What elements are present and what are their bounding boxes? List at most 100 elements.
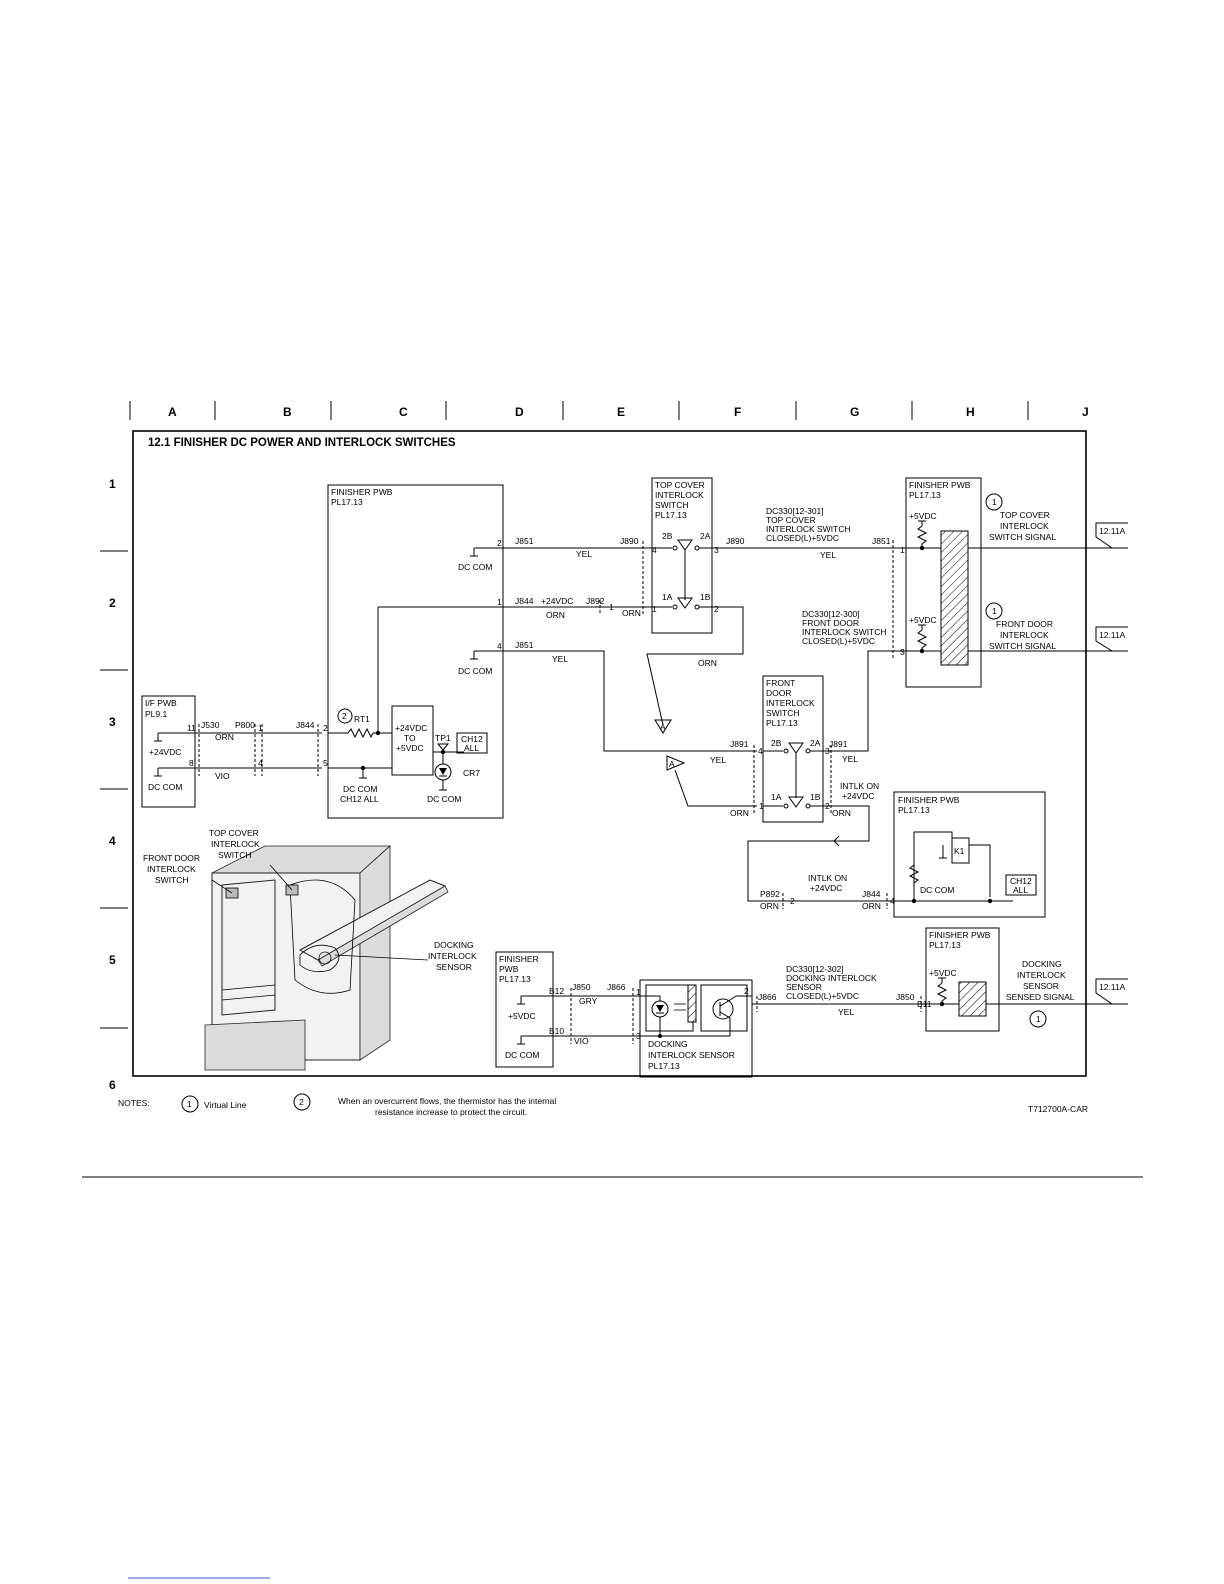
svg-text:CLOSED(L)+5VDC: CLOSED(L)+5VDC — [786, 991, 859, 1001]
row-label: 3 — [109, 715, 116, 729]
svg-text:J851: J851 — [515, 640, 534, 650]
svg-text:2: 2 — [744, 986, 749, 996]
note-virtual-line: Virtual Line — [204, 1100, 247, 1110]
finisher-pwb-relay: FINISHER PWB PL17.13 K1 DC COM CH12 ALL … — [760, 791, 1046, 918]
svg-text:1: 1 — [609, 602, 614, 612]
column-ruler: A B C D E F G H J — [129, 401, 1089, 420]
svg-text:YEL: YEL — [710, 755, 726, 765]
svg-text:1: 1 — [759, 801, 764, 811]
row-label: 1 — [109, 477, 116, 491]
svg-text:J866: J866 — [607, 982, 626, 992]
svg-text:GRY: GRY — [579, 996, 598, 1006]
svg-text:TP1: TP1 — [435, 733, 451, 743]
svg-text:ALL: ALL — [464, 743, 479, 753]
svg-text:3: 3 — [714, 545, 719, 555]
svg-text:SWITCH: SWITCH — [655, 500, 689, 510]
notes-label: NOTES: — [118, 1098, 150, 1108]
svg-text:INTERLOCK: INTERLOCK — [766, 698, 815, 708]
svg-text:SWITCH: SWITCH — [766, 708, 800, 718]
notes: NOTES: 1 Virtual Line 2 When an overcurr… — [118, 1093, 1088, 1117]
svg-text:INTERLOCK SWITCH: INTERLOCK SWITCH — [802, 627, 887, 637]
svg-text:PL17.13: PL17.13 — [929, 940, 961, 950]
svg-text:DC COM: DC COM — [343, 784, 377, 794]
svg-text:INTERLOCK SWITCH: INTERLOCK SWITCH — [766, 524, 851, 534]
diagram-title: 12.1 FINISHER DC POWER AND INTERLOCK SWI… — [148, 437, 456, 449]
svg-text:SENSED SIGNAL: SENSED SIGNAL — [1006, 992, 1075, 1002]
svg-text:DC COM: DC COM — [148, 782, 182, 792]
svg-text:FINISHER: FINISHER — [499, 954, 539, 964]
row-ruler: 1 2 3 4 5 6 — [100, 477, 128, 1092]
svg-text:J850: J850 — [896, 992, 915, 1002]
svg-text:1: 1 — [187, 1099, 192, 1109]
svg-text:J892: J892 — [586, 596, 605, 606]
svg-text:ORN: ORN — [215, 732, 234, 742]
row-label: 6 — [109, 1078, 116, 1092]
svg-text:PL9.1: PL9.1 — [145, 709, 167, 719]
svg-text:DOCKING INTERLOCK: DOCKING INTERLOCK — [786, 973, 877, 983]
svg-text:2A: 2A — [810, 738, 821, 748]
svg-text:12.11A: 12.11A — [1099, 526, 1126, 536]
svg-text:PL17.13: PL17.13 — [499, 974, 531, 984]
svg-text:SWITCH: SWITCH — [218, 850, 252, 860]
svg-text:1A: 1A — [662, 592, 673, 602]
svg-text:ORN: ORN — [730, 808, 749, 818]
svg-text:DOOR: DOOR — [766, 688, 792, 698]
svg-text:J891: J891 — [730, 739, 749, 749]
svg-text:INTERLOCK: INTERLOCK — [655, 490, 704, 500]
svg-text:PL17.13: PL17.13 — [331, 497, 363, 507]
svg-text:1: 1 — [258, 723, 263, 733]
svg-text:1: 1 — [1036, 1014, 1041, 1024]
svg-text:ALL: ALL — [1013, 885, 1028, 895]
svg-text:J530: J530 — [201, 720, 220, 730]
svg-text:+5VDC: +5VDC — [929, 968, 957, 978]
svg-text:4: 4 — [652, 545, 657, 555]
svg-text:12.11A: 12.11A — [1099, 982, 1126, 992]
svg-text:CR7: CR7 — [463, 768, 480, 778]
svg-text:J866: J866 — [758, 992, 777, 1002]
svg-text:1: 1 — [652, 604, 657, 614]
svg-text:4: 4 — [497, 641, 502, 651]
svg-text:INTERLOCK: INTERLOCK — [1000, 630, 1049, 640]
svg-text:2A: 2A — [700, 531, 711, 541]
col-label: G — [850, 405, 859, 419]
svg-text:ORN: ORN — [622, 608, 641, 618]
svg-text:2: 2 — [323, 723, 328, 733]
svg-text:DC COM: DC COM — [458, 666, 492, 676]
svg-text:YEL: YEL — [842, 754, 858, 764]
svg-text:TOP COVER: TOP COVER — [1000, 510, 1050, 520]
finisher-illustration: TOP COVER INTERLOCK SWITCH FRONT DOOR IN… — [143, 828, 477, 1071]
svg-text:+24VDC: +24VDC — [541, 596, 573, 606]
svg-text:4: 4 — [890, 896, 895, 906]
svg-text:1B: 1B — [700, 592, 711, 602]
svg-text:12.11A: 12.11A — [1099, 630, 1126, 640]
svg-text:CLOSED(L)+5VDC: CLOSED(L)+5VDC — [802, 636, 875, 646]
svg-text:J844: J844 — [515, 596, 534, 606]
svg-text:INTERLOCK SENSOR: INTERLOCK SENSOR — [648, 1050, 735, 1060]
svg-text:SWITCH SIGNAL: SWITCH SIGNAL — [989, 532, 1056, 542]
svg-text:FRONT DOOR: FRONT DOOR — [802, 618, 859, 628]
finisher-pwb-right: FINISHER PWB PL17.13 +5VDC +5VDC 1 TOP C… — [905, 477, 1128, 688]
svg-text:ORN: ORN — [832, 808, 851, 818]
docking-sensor-circuit: FINISHER PWB PL17.13 +5VDC DC COM B12 B1… — [495, 927, 1128, 1078]
svg-text:TOP COVER: TOP COVER — [655, 480, 705, 490]
row-label: 2 — [109, 596, 116, 610]
svg-text:SENSOR: SENSOR — [1023, 981, 1059, 991]
svg-text:B12: B12 — [549, 986, 564, 996]
svg-text:TOP COVER: TOP COVER — [766, 515, 816, 525]
svg-text:DC330[12-301]: DC330[12-301] — [766, 506, 824, 516]
svg-text:DC COM: DC COM — [427, 794, 461, 804]
svg-text:I/F PWB: I/F PWB — [145, 698, 177, 708]
svg-text:DOCKING: DOCKING — [1022, 959, 1062, 969]
svg-text:+5VDC: +5VDC — [909, 511, 937, 521]
svg-text:P800: P800 — [235, 720, 255, 730]
svg-text:YEL: YEL — [838, 1007, 854, 1017]
svg-text:SENSOR: SENSOR — [436, 962, 472, 972]
col-label: J — [1082, 405, 1089, 419]
svg-text:INTERLOCK: INTERLOCK — [147, 864, 196, 874]
svg-text:5: 5 — [323, 758, 328, 768]
svg-text:FRONT DOOR: FRONT DOOR — [996, 619, 1053, 629]
svg-text:YEL: YEL — [576, 549, 592, 559]
svg-text:3: 3 — [900, 647, 905, 657]
svg-text:ORN: ORN — [760, 901, 779, 911]
